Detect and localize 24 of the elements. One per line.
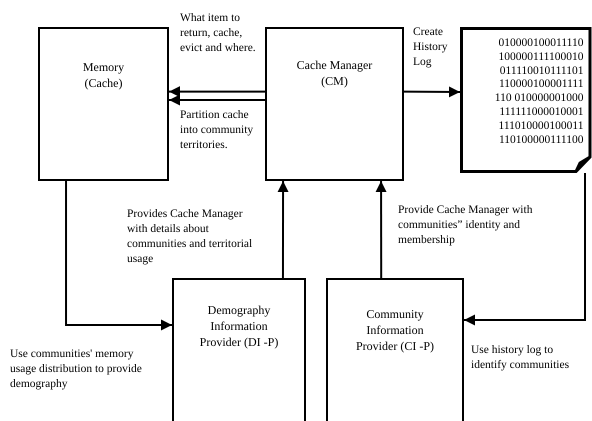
- binary-string: 100000111100010: [498, 50, 584, 65]
- process-box: [172, 278, 306, 421]
- arrow: [376, 181, 387, 278]
- node-label: Community Information Provider (CI -P): [355, 306, 435, 355]
- node-label: Memory (Cache): [82, 59, 126, 92]
- process-box: [326, 278, 464, 421]
- node-label: Cache Manager (CM): [296, 57, 374, 90]
- node-label: Demography Information Provider (DI -P): [199, 302, 279, 351]
- binary-string: 111010000100011: [498, 120, 584, 134]
- process-box: [38, 27, 169, 181]
- binary-string: 011110010111101: [498, 64, 584, 78]
- binary-string: 110100000111100: [498, 134, 584, 148]
- arrow: [464, 173, 586, 326]
- binary-string: 110000100001111: [498, 78, 584, 92]
- arrow: [169, 94, 265, 106]
- binary-string: 010000100011110: [498, 37, 584, 51]
- process-box: [265, 27, 404, 181]
- arrow: [65, 181, 172, 330]
- document-shape: [460, 27, 592, 173]
- arrow: [278, 181, 289, 278]
- binary-string: 110 010000001000: [494, 92, 584, 106]
- arrow: [169, 86, 265, 98]
- arrow: [404, 86, 460, 98]
- binary-string: 111111000010001: [498, 106, 584, 120]
